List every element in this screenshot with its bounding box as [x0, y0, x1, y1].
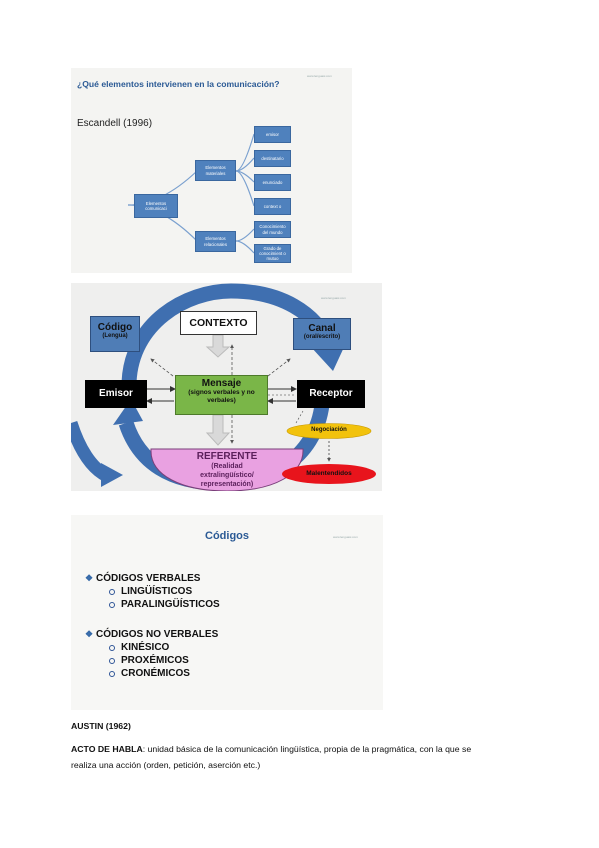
- codigo-box: Código (Lengua): [90, 316, 140, 352]
- slide-elementos-comunicacion: ¿Qué elementos intervienen en la comunic…: [71, 68, 352, 273]
- list-item: CRONÉMICOS: [86, 667, 220, 680]
- tree-leaf: emisor: [254, 126, 291, 143]
- malentendidos-shape: [282, 464, 376, 484]
- referente-sub-1: (Realidad: [211, 463, 243, 470]
- negociacion-label: Negociación: [311, 427, 347, 433]
- referente-sub-2: extralingüístico/: [200, 472, 254, 479]
- mensaje-box: Mensaje (signos verbales y no verbales): [175, 375, 268, 415]
- tree-relacional-node: Elementos relacionales: [195, 231, 236, 252]
- slide1-title: ¿Qué elementos intervienen en la comunic…: [77, 79, 280, 89]
- list-item: PARALINGÜÍSTICOS: [86, 598, 220, 611]
- mensaje-sub: (signos verbales y no verbales): [188, 389, 255, 404]
- mensaje-label: Mensaje: [201, 378, 242, 389]
- slide2-watermark: www.lenguasi.com: [321, 296, 346, 300]
- codigos-no-verbales-heading: CÓDIGOS NO VERBALES: [85, 628, 220, 641]
- canal-box: Canal (oral/escrito): [293, 318, 351, 350]
- tree-leaf: context o: [254, 198, 291, 215]
- austin-heading: AUSTIN (1962): [71, 721, 131, 731]
- tree-root-node: Elementos comunicaci: [134, 194, 178, 218]
- slide3-watermark: www.lenguasi.com: [333, 535, 358, 539]
- slide3-title: Códigos: [205, 530, 249, 542]
- slide1-watermark: www.lenguasi.com: [307, 74, 332, 78]
- acto-habla-definition: : unidad básica de la comunicación lingü…: [142, 744, 472, 754]
- emisor-box: Emisor: [85, 380, 147, 408]
- communication-diagram: [71, 283, 376, 491]
- codigos-list: CÓDIGOS VERBALES LINGÜÍSTICOS PARALINGÜÍ…: [85, 572, 220, 680]
- slide-esquema-comunicacion: www.lenguasi.com: [71, 283, 382, 491]
- codigos-verbales-heading: CÓDIGOS VERBALES: [85, 572, 220, 585]
- referente-label: REFERENTE: [196, 451, 258, 462]
- list-item: LINGÜÍSTICOS: [86, 585, 220, 598]
- tree-leaf: Grado de conocimient o mutuo: [254, 244, 291, 263]
- tree-leaf: enunciado: [254, 174, 291, 191]
- acto-habla-line2: realiza una acción (orden, petición, ase…: [71, 760, 261, 770]
- acto-habla-term: ACTO DE HABLA: [71, 744, 143, 754]
- receptor-box: Receptor: [297, 380, 365, 408]
- tree-leaf: Conocimiento del mundo: [254, 221, 291, 238]
- canal-label: Canal: [308, 323, 336, 334]
- list-item: KINÉSICO: [86, 641, 220, 654]
- referente-sub-3: representación): [200, 481, 254, 488]
- negociacion-shape: [286, 423, 372, 439]
- slide-codigos: Códigos www.lenguasi.com CÓDIGOS VERBALE…: [71, 515, 383, 710]
- list-item: PROXÉMICOS: [86, 654, 220, 667]
- referente-shape: [150, 448, 304, 491]
- tree-material-node: Elementos materiales: [195, 160, 236, 181]
- tree-leaf: destinatario: [254, 150, 291, 167]
- contexto-box: CONTEXTO: [180, 311, 257, 335]
- slide1-author: Escandell (1996): [77, 118, 153, 129]
- codigo-label: Código: [97, 322, 133, 333]
- canal-sub: (oral/escrito): [303, 334, 341, 340]
- codigo-sub: (Lengua): [102, 333, 128, 339]
- cycle-arrowhead-top: [311, 345, 345, 371]
- cycle-arrow-top: [121, 283, 336, 384]
- acto-habla-paragraph: ACTO DE HABLA: unidad básica de la comun…: [71, 741, 471, 757]
- cycle-arrowhead-bottom: [113, 399, 143, 425]
- malentendidos-label: Malentendidos: [306, 470, 352, 477]
- referente-text: REFERENTE (Realidad extralingüístico/ re…: [166, 451, 288, 489]
